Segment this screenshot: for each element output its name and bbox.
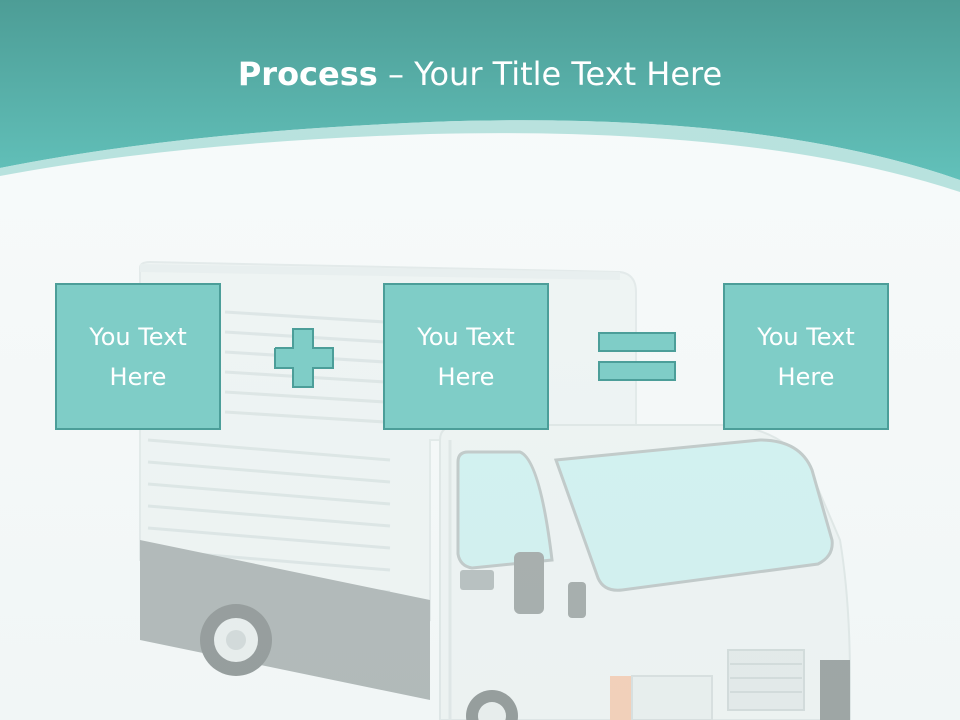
step-2-text: You Text Here [401, 317, 531, 397]
plus-horizontal-bar [274, 347, 334, 369]
step-3-line-2: Here [777, 362, 835, 391]
process-step-3[interactable]: You Text Here [723, 283, 889, 430]
equals-top-bar [598, 332, 676, 352]
step-1-line-2: Here [109, 362, 167, 391]
equals-bottom-bar [598, 361, 676, 381]
step-3-line-1: You Text [757, 322, 855, 351]
step-2-line-1: You Text [417, 322, 515, 351]
step-1-line-1: You Text [89, 322, 187, 351]
title-rest: – Your Title Text Here [377, 55, 723, 93]
step-3-text: You Text Here [741, 317, 871, 397]
process-step-1[interactable]: You Text Here [55, 283, 221, 430]
step-2-line-2: Here [437, 362, 495, 391]
step-1-text: You Text Here [73, 317, 203, 397]
title-bold: Process [237, 55, 378, 93]
slide-title: Process – Your Title Text Here [0, 52, 960, 96]
header-banner [0, 0, 960, 192]
process-step-2[interactable]: You Text Here [383, 283, 549, 430]
